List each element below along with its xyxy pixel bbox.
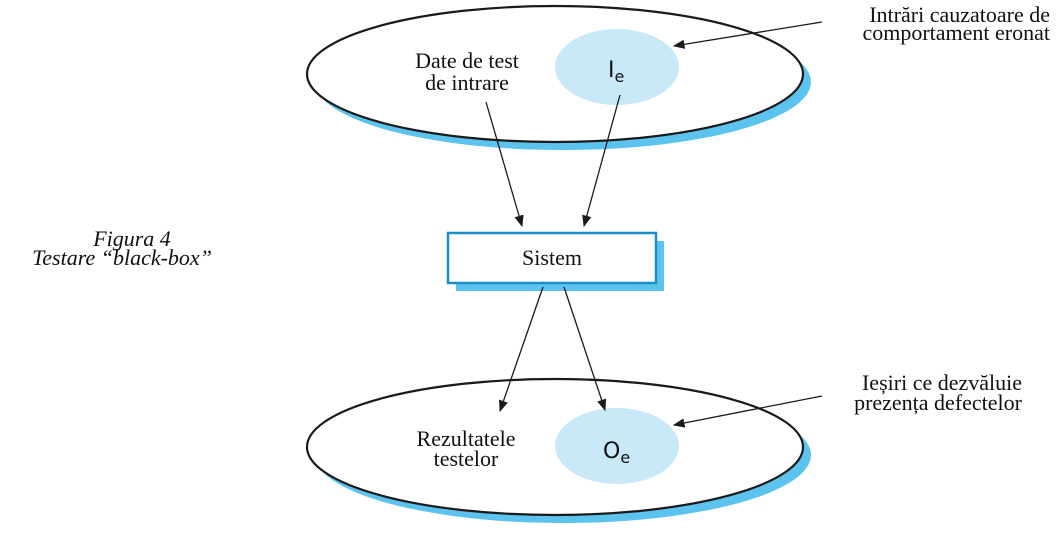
output-set-label-line1: Rezultatele: [417, 426, 516, 451]
output-annotation-line2: prezența defectelor: [854, 390, 1023, 415]
output-subset-symbol: Oe: [603, 439, 630, 467]
figure-caption-line1: Figura 4: [92, 226, 171, 251]
input-subset-ie: [555, 29, 679, 105]
output-annotation-line1: Ieșiri ce dezvăluie: [862, 370, 1022, 395]
figure-caption-line2: Testare “black-box”: [32, 245, 212, 270]
output-set-label-line2: testelor: [434, 446, 499, 471]
system-box: Sistem: [446, 231, 664, 291]
input-annotation-line1: Intrări cauzatoare de: [869, 2, 1050, 27]
input-subset-subscript: e: [615, 67, 625, 86]
input-set-ellipse: [305, 4, 805, 144]
input-subset-letter: I: [608, 58, 615, 83]
system-box-frame: [446, 231, 658, 285]
system-label: Sistem: [522, 245, 582, 270]
input-set-label-line2: de intrare: [425, 70, 509, 95]
arrow-system-to-oe: [563, 286, 607, 412]
input-set: [305, 4, 811, 150]
output-subset-oe: [555, 408, 679, 484]
output-set-ellipse: [305, 377, 805, 517]
arrow-annotation-to-ie: [672, 21, 823, 49]
arrow-ie-to-system: [582, 94, 621, 228]
input-subset-symbol: Ie: [608, 58, 624, 86]
arrow-test-data-to-system: [485, 101, 524, 228]
arrow-annotation-to-oe: [672, 395, 823, 428]
output-subset-letter: O: [603, 439, 620, 464]
output-set-labels: Rezultatele testelor Oe Ieșiri ce dezvăl…: [417, 370, 1023, 471]
input-annotation-line2: comportament eronat: [862, 20, 1050, 45]
figure-caption: Figura 4 Testare “black-box”: [32, 226, 212, 270]
arrow-system-to-results: [499, 286, 544, 413]
output-set: [305, 377, 811, 523]
output-subset-subscript: e: [620, 448, 630, 467]
input-set-labels: Date de test de intrare Ie Intrări cauza…: [415, 2, 1050, 95]
arrows: [485, 21, 823, 428]
input-set-label-line1: Date de test: [415, 48, 519, 73]
